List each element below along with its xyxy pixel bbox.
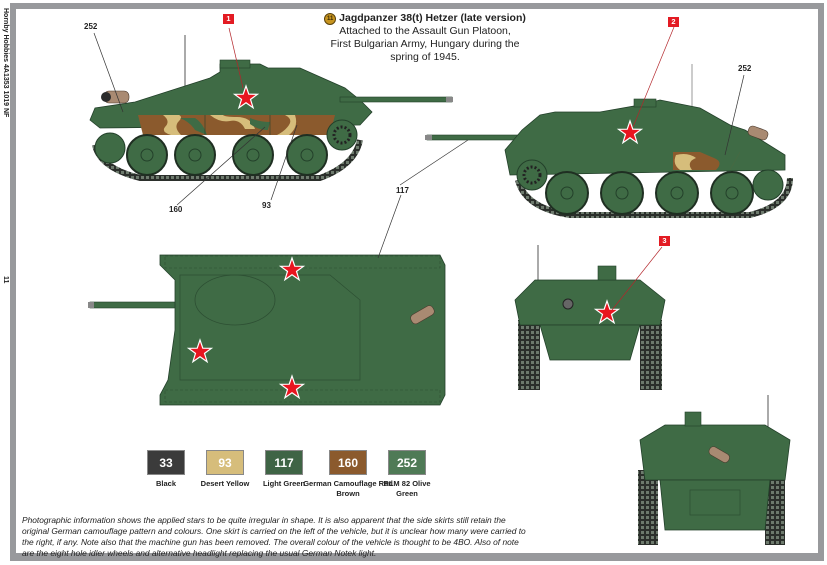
paint-name: Desert Yellow [200, 479, 250, 488]
scheme-title: Jagdpanzer 38(t) Hetzer (late version) [339, 12, 526, 24]
left-side-view [89, 27, 453, 206]
product-code: Hornby Hobbies 4A1353 1019 NF [2, 8, 9, 118]
paint-name: Light Green [262, 479, 306, 488]
description-line: Attached to the Assault Gun Platoon, [339, 25, 511, 37]
rear-view [638, 395, 791, 545]
paint-swatch-252: 252 [388, 450, 426, 475]
description-line: spring of 1945. [390, 51, 460, 63]
paint-callout: 117 [396, 186, 409, 195]
description-line: First Bulgarian Army, Hungary during the [330, 38, 520, 50]
page-frame-bottom [10, 553, 824, 561]
decal-marker-2: 2 [668, 17, 679, 27]
page-frame-left [10, 3, 16, 561]
page-number: 11 [2, 276, 9, 284]
top-view [88, 194, 446, 406]
page-frame-right [818, 3, 824, 561]
scheme-number-badge: 11 [324, 13, 337, 25]
paint-swatch-160: 160 [329, 450, 367, 475]
paint-callout: 160 [169, 205, 183, 214]
paint-callout: 93 [262, 201, 271, 210]
decal-marker-3: 3 [659, 236, 670, 246]
decal-marker-1: 1 [223, 14, 234, 24]
paint-swatch-93: 93 [206, 450, 244, 475]
paint-callout: 252 [738, 64, 752, 73]
paint-name: RLM 82 Olive Green [383, 479, 431, 498]
front-view [514, 245, 666, 390]
paint-name: German Camouflage Red Brown [303, 479, 393, 498]
page-frame-top [10, 3, 824, 9]
notes-paragraph: Photographic information shows the appli… [22, 515, 526, 558]
paint-swatch-33: 33 [147, 450, 185, 475]
paint-name: Black [155, 479, 176, 488]
paint-callout: 252 [84, 22, 98, 31]
paint-swatch-117: 117 [265, 450, 303, 475]
right-side-view [399, 26, 793, 218]
